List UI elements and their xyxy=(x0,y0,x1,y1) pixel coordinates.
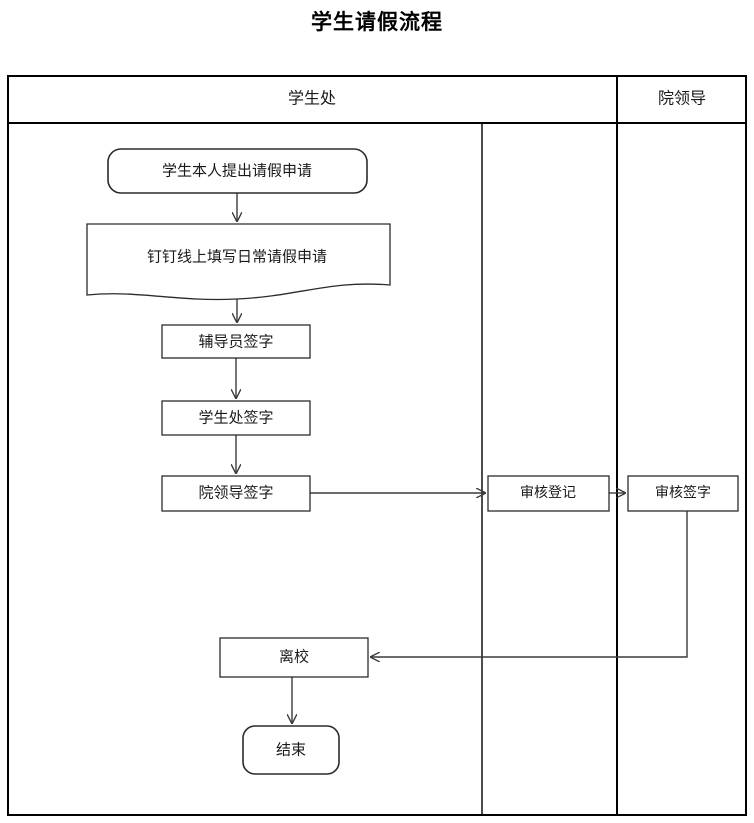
frame-outer-border xyxy=(7,75,747,816)
lane-header-label-student-affairs: 学生处 xyxy=(288,90,336,108)
node-start[interactable]: 学生本人提出请假申请 xyxy=(107,148,368,194)
node-review-sign-shape[interactable] xyxy=(627,475,739,512)
node-end[interactable]: 结束 xyxy=(242,725,340,775)
node-end-label: 结束 xyxy=(276,741,306,758)
page-title: 学生请假流程 xyxy=(311,10,443,34)
node-review-register-label: 审核登记 xyxy=(520,485,576,501)
node-leave-school-shape[interactable] xyxy=(219,637,369,678)
node-fill-form-shape[interactable] xyxy=(86,223,391,301)
node-leave-school-label: 离校 xyxy=(279,648,309,665)
node-counselor-sign-label: 辅导员签字 xyxy=(198,333,273,350)
node-fill-form[interactable]: 钉钉线上填写日常请假申请 xyxy=(86,223,391,301)
connectors-group xyxy=(236,192,688,723)
lane-header-label-college-leadership: 院领导 xyxy=(658,90,706,108)
swimlane-frame xyxy=(7,75,747,816)
node-counselor-sign[interactable]: 辅导员签字 xyxy=(161,324,311,359)
node-office-sign-label: 学生处签字 xyxy=(198,409,273,426)
node-leave-school[interactable]: 离校 xyxy=(219,637,369,678)
node-review-sign[interactable]: 审核签字 xyxy=(627,475,739,512)
node-office-sign[interactable]: 学生处签字 xyxy=(161,400,311,436)
node-fill-form-label: 钉钉线上填写日常请假申请 xyxy=(147,248,327,265)
lane-header-student-affairs: 学生处 xyxy=(288,90,336,108)
node-leader-sign-label: 院领导签字 xyxy=(198,483,273,501)
node-start-shape[interactable] xyxy=(107,148,368,194)
node-review-register-shape[interactable] xyxy=(487,475,610,512)
lane-header-college-leadership: 院领导 xyxy=(658,90,706,108)
edge-review-sign-to-leave-school xyxy=(371,511,688,657)
node-leader-sign[interactable]: 院领导签字 xyxy=(161,475,311,512)
node-leader-sign-shape[interactable] xyxy=(161,475,311,512)
node-end-shape[interactable] xyxy=(242,725,340,775)
node-start-label: 学生本人提出请假申请 xyxy=(162,162,312,179)
node-review-sign-label: 审核签字 xyxy=(655,484,711,501)
node-counselor-sign-shape[interactable] xyxy=(161,324,311,359)
node-review-register[interactable]: 审核登记 xyxy=(487,475,610,512)
node-office-sign-shape[interactable] xyxy=(161,400,311,436)
